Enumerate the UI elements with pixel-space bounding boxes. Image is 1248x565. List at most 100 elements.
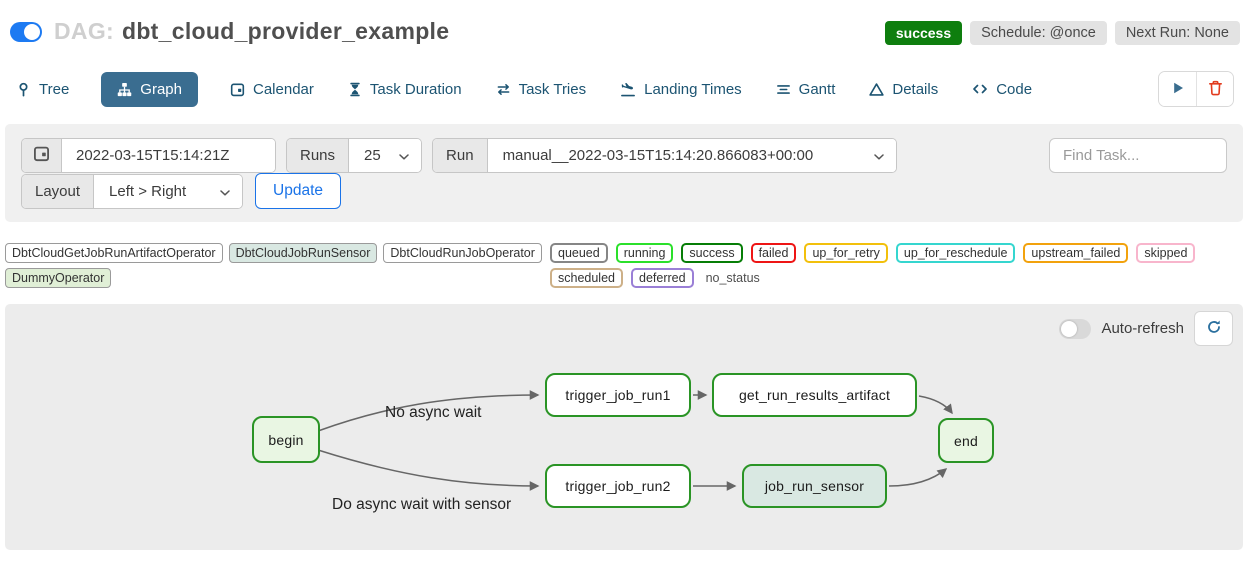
tab-tree[interactable]: Tree [14, 72, 71, 107]
tab-label: Task Tries [518, 80, 587, 98]
auto-refresh-toggle[interactable] [1059, 318, 1092, 339]
legend-state-badge[interactable]: deferred [631, 268, 694, 288]
hourglass-icon [348, 82, 362, 97]
tab-gantt[interactable]: Gantt [774, 72, 838, 107]
filter-row-2: Layout Left > Right Update [21, 173, 1227, 209]
tab-label: Graph [140, 80, 182, 98]
legend-operator-badge: DbtCloudGetJobRunArtifactOperator [5, 243, 223, 263]
next-run-badge: Next Run: None [1114, 20, 1240, 45]
legend-state-badge[interactable]: scheduled [550, 268, 623, 288]
run-select[interactable]: manual__2022-03-15T15:14:20.866083+00:00 [487, 139, 896, 172]
status-badge: success [884, 20, 963, 45]
graph-node-begin[interactable]: begin [252, 416, 320, 463]
runs-select[interactable]: 25 [349, 139, 422, 172]
tab-label: Gantt [798, 80, 836, 98]
toggle-knob [24, 23, 40, 40]
base-date-group [21, 138, 276, 173]
filter-panel: Runs 25 Run manual__2022-03-15T15:14:20.… [5, 124, 1243, 222]
graph-node-trigger-job-run2[interactable]: trigger_job_run2 [545, 464, 691, 508]
runs-label: Runs [287, 139, 350, 172]
tab-label: Code [996, 80, 1033, 98]
tab-code[interactable]: Code [970, 72, 1034, 107]
run-value: manual__2022-03-15T15:14:20.866083+00:00 [502, 147, 814, 164]
tab-task-duration[interactable]: Task Duration [346, 72, 464, 107]
sitemap-icon [117, 82, 132, 97]
calendar-icon [33, 145, 50, 166]
trigger-dag-button[interactable] [1159, 72, 1196, 106]
run-label: Run [433, 139, 488, 172]
layout-value: Left > Right [109, 182, 187, 200]
layout-select[interactable]: Left > Right [94, 174, 243, 208]
state-legend: queued running success failed up_for_ret… [550, 243, 1243, 288]
tab-label: Details [892, 80, 939, 98]
run-group: Run manual__2022-03-15T15:14:20.866083+0… [432, 138, 897, 173]
legend: DbtCloudGetJobRunArtifactOperator DbtClo… [0, 243, 1248, 288]
filter-row-1: Runs 25 Run manual__2022-03-15T15:14:20.… [21, 138, 1227, 173]
graph-node-trigger-job-run1[interactable]: trigger_job_run1 [545, 373, 691, 417]
update-button[interactable]: Update [255, 173, 342, 209]
legend-state-badge[interactable]: queued [550, 243, 608, 263]
tab-graph[interactable]: Graph [101, 71, 198, 107]
tab-label: Landing Times [644, 80, 742, 98]
legend-operator-badge: DummyOperator [5, 268, 112, 288]
legend-state-badge[interactable]: failed [750, 243, 797, 263]
trash-icon [1208, 80, 1223, 99]
edge-label-no-async-wait: No async wait [385, 404, 482, 421]
legend-operator-badge: DbtCloudRunJobOperator [383, 243, 542, 263]
chevron-down-icon [873, 147, 884, 164]
legend-state-badge[interactable]: skipped [1136, 243, 1196, 263]
header: DAG: dbt_cloud_provider_example success … [0, 0, 1248, 45]
tab-task-tries[interactable]: Task Tries [494, 72, 589, 107]
tab-label: Calendar [253, 80, 314, 98]
tab-calendar[interactable]: Calendar [228, 72, 316, 107]
dag-graph-panel: Auto-refresh No async wait Do async wait… [5, 304, 1243, 550]
page-title: dbt_cloud_provider_example [121, 18, 450, 44]
delete-dag-button[interactable] [1196, 72, 1233, 106]
graph-node-job-run-sensor[interactable]: job_run_sensor [742, 464, 887, 508]
view-tabs-row: Tree Graph Calendar Task Duration [0, 71, 1248, 107]
dag-actions-group [1158, 71, 1234, 107]
legend-state-badge[interactable]: upstream_failed [1023, 243, 1129, 263]
graph-node-get-run-results-artifact[interactable]: get_run_results_artifact [712, 373, 917, 417]
layout-label: Layout [22, 174, 95, 208]
find-task-input[interactable] [1049, 138, 1227, 173]
runs-value: 25 [364, 147, 381, 164]
legend-state-badge[interactable]: running [615, 243, 674, 263]
legend-operator-badge: DbtCloudJobRunSensor [228, 243, 378, 263]
base-date-input[interactable] [62, 147, 275, 164]
chevron-down-icon [399, 147, 409, 164]
graph-toolbar: Auto-refresh [1059, 311, 1233, 346]
play-icon [1171, 81, 1185, 98]
edge-label-do-async-wait: Do async wait with sensor [332, 496, 512, 513]
plane-landing-icon [620, 82, 636, 97]
chevron-down-icon [220, 183, 230, 200]
dag-pause-toggle[interactable] [10, 21, 42, 42]
legend-state-badge[interactable]: success [681, 243, 743, 263]
toggle-knob [1061, 320, 1078, 337]
layout-group: Layout Left > Right [21, 173, 244, 209]
legend-state-no-status: no_status [705, 271, 760, 285]
tab-details[interactable]: Details [867, 72, 940, 107]
operator-legend: DbtCloudGetJobRunArtifactOperator DbtClo… [5, 243, 550, 288]
triangle-icon [869, 82, 885, 97]
view-tabs: Tree Graph Calendar Task Duration [14, 71, 1034, 107]
schedule-badge: Schedule: @once [970, 20, 1107, 45]
repeat-icon [496, 82, 511, 97]
tab-landing-times[interactable]: Landing Times [618, 72, 744, 107]
dag-edges [317, 390, 953, 491]
base-date-cell [62, 139, 275, 172]
pin-icon [16, 82, 31, 97]
calendar-icon [230, 82, 245, 97]
refresh-button[interactable] [1194, 311, 1233, 346]
tab-label: Tree [39, 80, 70, 98]
graph-node-end[interactable]: end [938, 418, 994, 463]
calendar-picker-button[interactable] [22, 139, 62, 172]
auto-refresh-label: Auto-refresh [1101, 320, 1184, 337]
legend-state-badge[interactable]: up_for_reschedule [895, 243, 1016, 263]
legend-state-badge[interactable]: up_for_retry [804, 243, 888, 263]
header-badges: success Schedule: @once Next Run: None [884, 19, 1240, 45]
code-icon [972, 82, 988, 96]
refresh-icon [1206, 319, 1222, 338]
tab-label: Task Duration [369, 80, 462, 98]
